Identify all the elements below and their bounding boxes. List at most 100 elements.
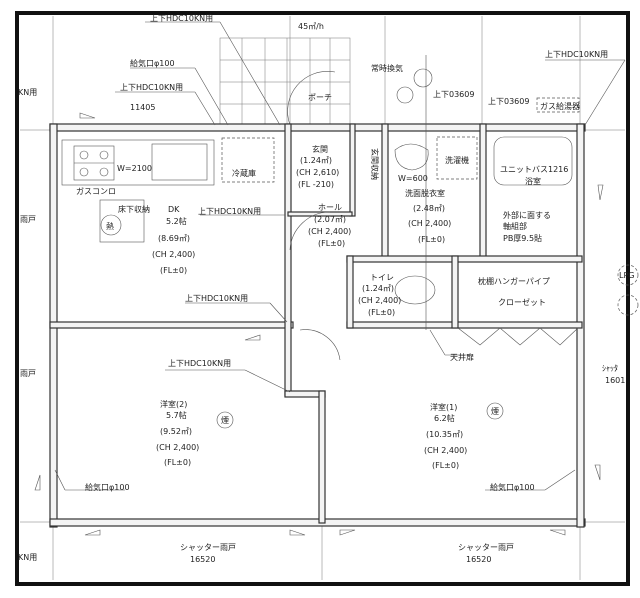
window-markers xyxy=(34,112,604,536)
kitchen-sink xyxy=(151,143,208,181)
label-closet-shelf: 枕棚ハンガーパイプ xyxy=(478,276,550,286)
label-lpg: LPG xyxy=(619,271,634,280)
porch-door-arc xyxy=(287,71,336,126)
entrance-fl: (FL -210) xyxy=(298,180,334,189)
toilet-area: (1.24㎡) xyxy=(362,284,394,293)
label-amado-2: 雨戸 xyxy=(20,369,36,378)
label-shutter-right: ｼｬｯﾀ xyxy=(602,364,618,373)
kitchen-stove xyxy=(73,145,115,181)
washroom-area: (2.48㎡) xyxy=(413,204,445,213)
vent-fan-icon-2 xyxy=(396,86,414,104)
western1-area: (10.35㎡) xyxy=(426,430,463,439)
label-hdc-bottom-left: KN用 xyxy=(18,553,37,562)
label-supply-vent-right: 給気口φ100 xyxy=(490,482,535,492)
label-hdc-western2: 上下HDC10KN用 xyxy=(168,359,231,368)
label-airflow: 45㎥/h xyxy=(298,22,324,31)
label-hdc-dk-bottom: 上下HDC10KN用 xyxy=(185,294,248,303)
label-water-heater: ガス給湯器 xyxy=(540,101,580,111)
washroom-fl: (FL±0) xyxy=(418,235,445,244)
label-hdc-top: 上下HDC10KN用 xyxy=(150,14,213,23)
label-pipe-2: 上下03609 xyxy=(488,97,529,106)
toilet-fixture xyxy=(394,275,436,305)
exterior-note-3: PB厚9.5貼 xyxy=(503,233,542,243)
smoke-label-1: 煙 xyxy=(491,407,499,416)
label-constant-vent: 常時換気 xyxy=(371,63,403,73)
western2-size: 5.7帖 xyxy=(166,410,187,420)
bath-room: 浴室 xyxy=(525,176,541,186)
underfloor-storage-hatch xyxy=(99,199,145,243)
smoke-detector-icon-1 xyxy=(486,402,504,420)
dk-name: DK xyxy=(168,205,180,214)
label-amado-1: 雨戸 xyxy=(20,215,36,224)
unit-bath-tub xyxy=(493,136,573,186)
western1-ch: (CH 2,400) xyxy=(424,446,467,455)
lpg-tank xyxy=(617,264,639,286)
entrance-name: 玄関 xyxy=(312,144,328,154)
label-dimension-top: 11405 xyxy=(130,103,155,112)
door-arc xyxy=(299,329,341,361)
washroom-name: 洗面脱衣室 xyxy=(405,188,445,198)
closet-folding-doors xyxy=(457,327,579,346)
leader-lines xyxy=(54,21,626,491)
label-gas-stove: ガスコンロ xyxy=(76,186,116,196)
dk-ch: (CH 2,400) xyxy=(152,250,195,259)
label-pipe-1: 上下03609 xyxy=(433,90,474,99)
western2-fl: (FL±0) xyxy=(164,458,191,467)
washbasin xyxy=(394,143,429,171)
western1-name: 洋室(1) xyxy=(430,402,457,412)
hall-fl: (FL±0) xyxy=(318,239,345,248)
western1-size: 6.2帖 xyxy=(434,413,455,423)
label-sink-width: W=600 xyxy=(398,174,428,183)
label-washer: 洗濯機 xyxy=(445,155,469,165)
entrance-ch: (CH 2,610) xyxy=(296,168,339,177)
hall-ch: (CH 2,400) xyxy=(308,227,351,236)
labels: 上下HDC10KN用 45㎥/h 給気口φ100 上下HDC10KN用 1140… xyxy=(18,14,634,564)
label-shutter-dim-2: 16520 xyxy=(466,555,491,564)
smoke-detector-icon-2 xyxy=(216,411,234,429)
toilet-fl: (FL±0) xyxy=(368,308,395,317)
label-hdc-dk: 上下HDC10KN用 xyxy=(198,207,261,216)
hall-name: ホール xyxy=(318,203,342,212)
entrance-storage: 玄関収納 xyxy=(370,148,380,180)
frame-border xyxy=(15,11,630,586)
western2-area: (9.52㎡) xyxy=(160,427,192,436)
label-supply-vent-top: 給気口φ100 xyxy=(130,58,175,68)
toilet-name: トイレ xyxy=(370,273,394,282)
bath-name: ユニットバス1216 xyxy=(500,165,568,174)
dk-size: 5.2帖 xyxy=(166,216,187,226)
label-hdc-left: KN用 xyxy=(18,88,37,97)
label-shutter-amado-1: シャッター雨戸 xyxy=(180,543,236,552)
exterior-note-1: 外部に面する xyxy=(503,210,551,220)
kitchen-counter xyxy=(61,139,215,186)
label-closet: クローゼット xyxy=(498,297,546,307)
washer-space xyxy=(436,136,478,180)
smoke-label-2: 煙 xyxy=(221,416,229,425)
hall-area: (2.07㎡) xyxy=(314,215,346,224)
hall-door-arc xyxy=(289,211,331,251)
lpg-tank-2 xyxy=(617,294,639,316)
exterior-note-2: 軸組部 xyxy=(503,221,527,231)
washroom-ch: (CH 2,400) xyxy=(408,219,451,228)
western2-ch: (CH 2,400) xyxy=(156,443,199,452)
western1-fl: (FL±0) xyxy=(432,461,459,470)
heat-symbol: 熱 xyxy=(106,221,114,231)
label-ceiling-hatch: 天井扉 xyxy=(450,352,474,362)
label-shutter-right-dim: 1601 xyxy=(605,376,625,385)
label-supply-vent-left: 給気口φ100 xyxy=(85,482,130,492)
entrance-area: (1.24㎡) xyxy=(300,156,332,165)
water-heater-box xyxy=(536,97,580,113)
fridge-area xyxy=(221,137,275,183)
label-shutter-dim-1: 16520 xyxy=(190,555,215,564)
dk-fl: (FL±0) xyxy=(160,266,187,275)
label-hdc-2: 上下HDC10KN用 xyxy=(120,83,183,92)
label-kitchen-width: W=2100 xyxy=(117,164,152,173)
dk-area: (8.69㎡) xyxy=(158,234,190,243)
vent-fan-icon xyxy=(413,68,433,88)
label-porch: ポーチ xyxy=(308,93,332,102)
western2-name: 洋室(2) xyxy=(160,399,187,409)
label-shutter-amado-2: シャッター雨戸 xyxy=(458,543,514,552)
label-underfloor: 床下収納 xyxy=(118,204,150,214)
toilet-ch: (CH 2,400) xyxy=(358,296,401,305)
heat-sensor-icon xyxy=(100,214,122,236)
